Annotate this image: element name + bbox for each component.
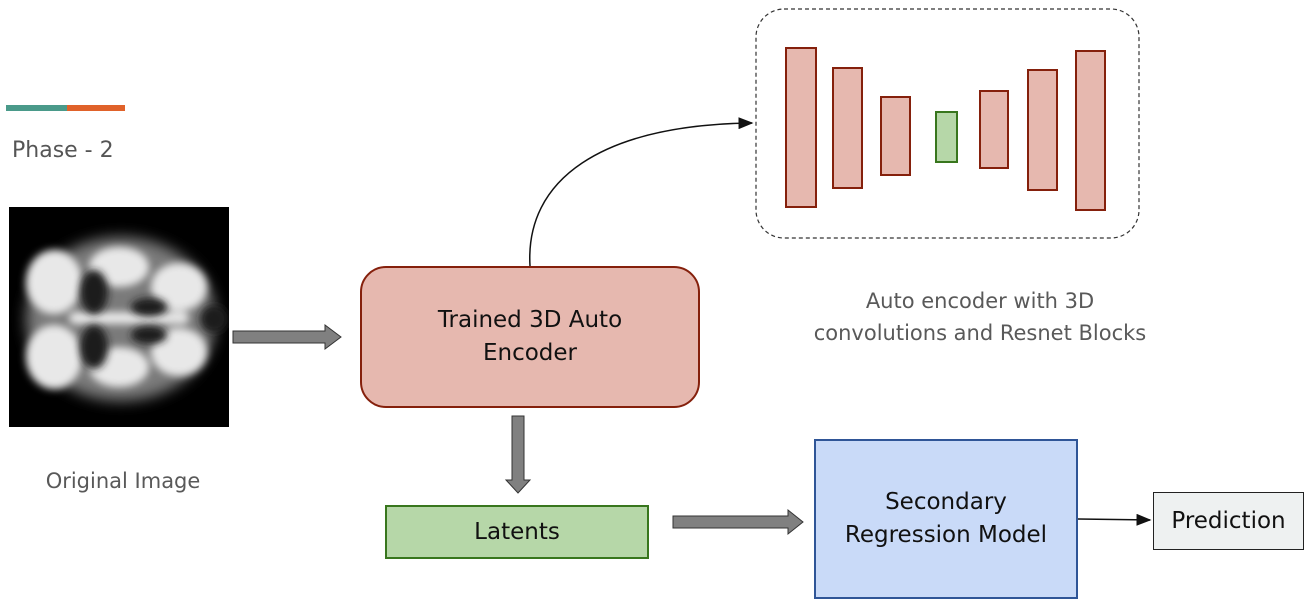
architecture-layer — [979, 90, 1009, 169]
latents-label: Latents — [474, 519, 560, 545]
phase-label: Phase - 2 — [12, 138, 114, 163]
architecture-caption-line2: convolutions and Resnet Blocks — [813, 321, 1147, 345]
architecture-caption: Auto encoder with 3D convolutions and Re… — [780, 285, 1180, 349]
arrow-encoder-to-latents — [504, 415, 532, 494]
secondary-label-line2: Regression Model — [844, 522, 1048, 548]
secondary-label-line1: Secondary — [885, 489, 1007, 515]
architecture-layer — [1075, 50, 1106, 211]
architecture-layer — [1027, 69, 1058, 191]
arrow-image-to-encoder — [232, 324, 342, 350]
encoder-label-line2: Encoder — [482, 340, 578, 366]
arrow-latents-to-secondary — [672, 508, 804, 536]
arrow-secondary-to-prediction — [1077, 513, 1152, 526]
architecture-layer — [880, 96, 911, 176]
original-image-caption: Original Image — [45, 469, 201, 493]
architecture-caption-line1: Auto encoder with 3D — [865, 289, 1095, 313]
architecture-layer — [785, 47, 817, 208]
accent-bar-orange — [67, 105, 125, 111]
trained-3d-auto-encoder-box: Trained 3D Auto Encoder — [360, 266, 700, 408]
prediction-box: Prediction — [1153, 492, 1304, 550]
arrow-encoder-to-architecture — [529, 117, 754, 267]
original-image — [9, 207, 229, 427]
architecture-bottleneck-layer — [935, 111, 958, 163]
encoder-label-line1: Trained 3D Auto — [437, 307, 623, 333]
secondary-regression-model-box: Secondary Regression Model — [814, 439, 1078, 599]
latents-box: Latents — [385, 505, 649, 559]
architecture-layer — [832, 67, 863, 189]
prediction-label: Prediction — [1171, 508, 1286, 534]
accent-bar-teal — [6, 105, 67, 111]
architecture-layers — [785, 47, 1106, 211]
